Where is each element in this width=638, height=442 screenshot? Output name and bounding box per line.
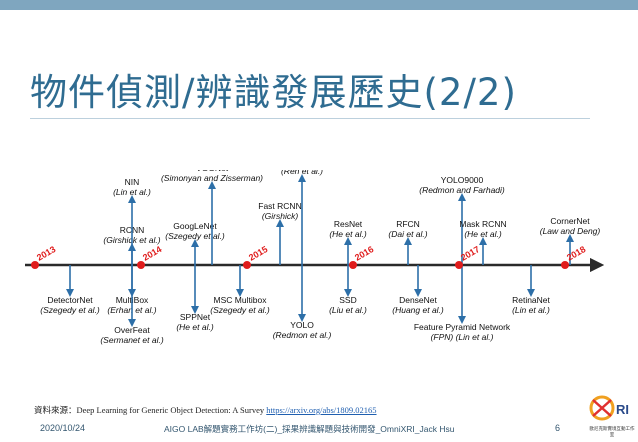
milestone-authors: (FPN) (Lin et al.) — [431, 332, 494, 342]
svg-text:RI: RI — [616, 402, 629, 417]
milestone-authors: (Liu et al.) — [329, 305, 367, 315]
milestone-name: DetectorNet — [47, 295, 93, 305]
milestone-authors: (Szegedy et al.) — [210, 305, 270, 315]
milestone-name: YOLO9000 — [441, 175, 484, 185]
source-citation: 資料來源：Deep Learning for Generic Object De… — [34, 404, 377, 416]
year-dot-2017 — [455, 261, 463, 269]
milestone-name: YOLO — [290, 320, 314, 330]
year-label: 2014 — [141, 244, 163, 263]
page-number: 6 — [555, 423, 561, 433]
milestone-name: VGGNet — [196, 170, 229, 173]
milestone-name: ResNet — [334, 219, 363, 229]
year-label: 2016 — [353, 244, 375, 263]
milestone-name: MSC Multibox — [214, 295, 268, 305]
top-accent-bar — [0, 0, 638, 10]
year-dot-2014 — [137, 261, 145, 269]
milestone-authors: (Redmon and Farhadi) — [419, 185, 505, 195]
omnixri-logo: RI 歐尼克斯實境互動工作室 — [588, 390, 636, 440]
milestone-authors: (Szegedy et al.) — [40, 305, 100, 315]
logo-caption: 歐尼克斯實境互動工作室 — [589, 427, 635, 438]
milestone-name: SSD — [339, 295, 356, 305]
milestone-name: RetinaNet — [512, 295, 550, 305]
milestone-name: Mask RCNN — [459, 219, 506, 229]
object-detection-timeline-diagram: DetectorNet(Szegedy et al.)RCNN(Girshick… — [25, 170, 605, 345]
year-label: 2018 — [565, 244, 587, 263]
year-label: 2015 — [247, 244, 269, 263]
milestone-authors: (Dai et al.) — [388, 229, 427, 239]
slide-title: 物件偵測/辨識發展歷史(2/2) — [30, 71, 517, 114]
milestone-name: OverFeat — [114, 325, 150, 335]
year-dot-2013 — [31, 261, 39, 269]
milestone-name: GoogLeNet — [173, 221, 217, 231]
milestone-name: RFCN — [396, 219, 420, 229]
milestone-name: Fast RCNN — [258, 201, 301, 211]
milestone-name: SPPNet — [180, 312, 211, 322]
milestone-authors: (He et al.) — [464, 229, 501, 239]
year-dot-2015 — [243, 261, 251, 269]
milestone-name: CornerNet — [550, 216, 590, 226]
milestone-authors: (Sermanet et al.) — [100, 335, 163, 345]
milestone-name: NIN — [125, 177, 140, 187]
logo-icon: RI — [589, 395, 629, 421]
footer-course-title: AIGO LAB解題實務工作坊(二)_採果辨識解題與技術開發_OmniXRI_J… — [164, 424, 455, 434]
milestone-authors: (He et al.) — [176, 322, 213, 332]
milestone-authors: (Redmon et al.) — [273, 330, 332, 340]
milestone-authors: (Law and Deng) — [540, 226, 601, 236]
milestone-authors: (He et al.) — [329, 229, 366, 239]
milestone-authors: (Lin et al.) — [512, 305, 550, 315]
source-link[interactable]: https://arxiv.org/abs/1809.02165 — [266, 405, 377, 415]
year-label: 2013 — [35, 244, 57, 263]
year-dot-2018 — [561, 261, 569, 269]
year-dot-2016 — [349, 261, 357, 269]
milestone-authors: (Lin et al.) — [113, 187, 151, 197]
milestone-name: DenseNet — [399, 295, 437, 305]
milestone-authors: (Huang et al.) — [392, 305, 444, 315]
footer-date: 2020/10/24 — [40, 423, 86, 433]
source-text: 資料來源：Deep Learning for Generic Object De… — [34, 405, 267, 415]
milestone-authors: (Girshick) — [262, 211, 299, 221]
title-divider — [30, 118, 590, 119]
milestone-authors: (Ren et al.) — [281, 170, 323, 176]
milestone-authors: (Simonyan and Zisserman) — [161, 173, 263, 183]
milestone-name: Feature Pyramid Network — [414, 322, 511, 332]
milestone-authors: (Szegedy et al.) — [165, 231, 225, 241]
